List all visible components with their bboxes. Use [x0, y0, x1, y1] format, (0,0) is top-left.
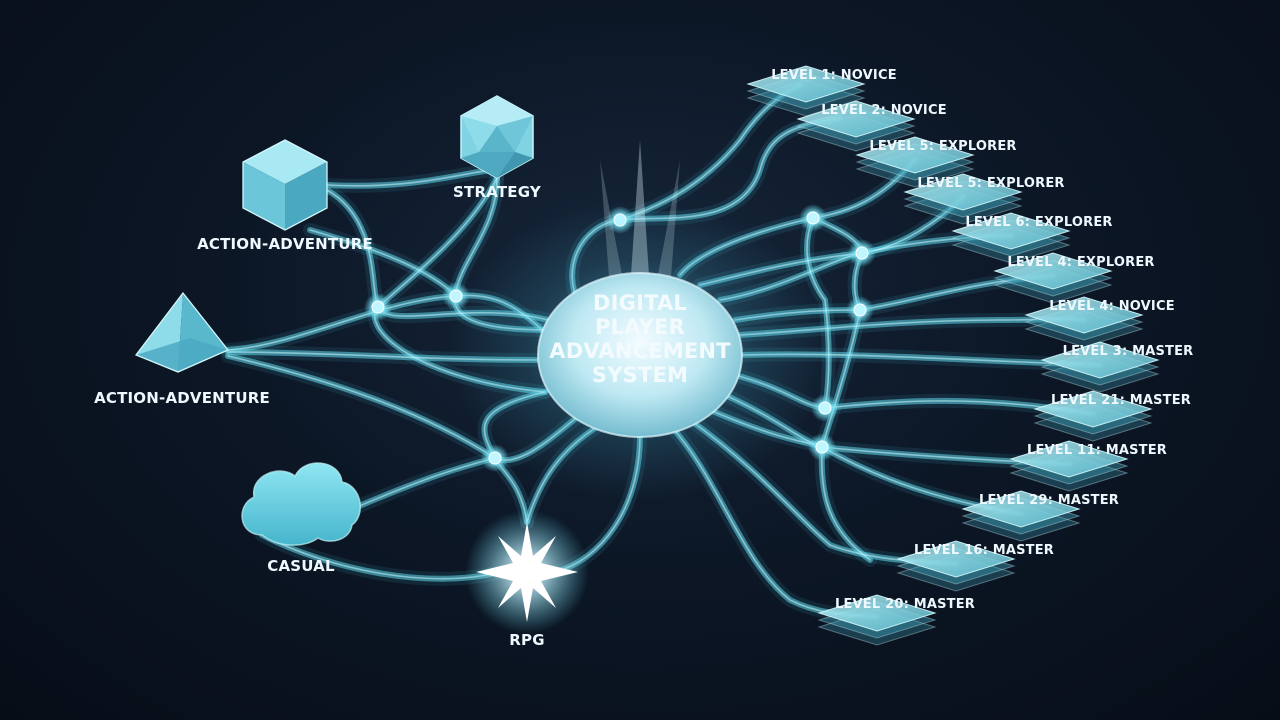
level-tile-top — [855, 136, 975, 174]
junction-node — [488, 451, 502, 465]
level-tiles: LEVEL 1: NOVICE LEVEL 2: NOVICE LEVEL 5: E… — [746, 65, 1194, 646]
junction-node — [806, 211, 820, 225]
level-tile-top — [1024, 296, 1144, 334]
level-tile[interactable]: LEVEL 20: MASTER — [817, 594, 975, 646]
pyramid-icon — [134, 291, 230, 373]
level-tile-label: LEVEL 21: MASTER — [1051, 393, 1191, 408]
level-tile-label: LEVEL 5: EXPLORER — [917, 176, 1064, 191]
level-tile[interactable]: LEVEL 5: EXPLORER — [855, 136, 1017, 188]
level-tile-top — [993, 252, 1113, 290]
level-tile[interactable]: LEVEL 21: MASTER — [1033, 390, 1191, 442]
level-tile-label: LEVEL 3: MASTER — [1063, 344, 1194, 359]
level-tile-top — [817, 594, 937, 632]
level-tile-top — [903, 173, 1023, 211]
level-tile-label: LEVEL 1: NOVICE — [771, 68, 897, 83]
genre-label-casual: CASUAL — [267, 557, 335, 575]
hub[interactable]: DIGITAL PLAYER ADVANCEMENT SYSTEM — [450, 140, 830, 500]
level-tile-label: LEVEL 2: NOVICE — [821, 103, 947, 118]
level-tile[interactable]: LEVEL 5: EXPLORER — [903, 173, 1065, 225]
level-tile[interactable]: LEVEL 4: NOVICE — [1024, 296, 1175, 348]
level-tile-top — [796, 100, 916, 138]
level-tile-top — [896, 540, 1016, 578]
genre-label-action-adventure-2: ACTION-ADVENTURE — [94, 389, 270, 407]
hub-line-4: SYSTEM — [592, 363, 688, 387]
genre-label-rpg: RPG — [509, 631, 544, 649]
icosahedron-icon — [460, 95, 534, 179]
level-tile[interactable]: LEVEL 2: NOVICE — [796, 100, 947, 152]
genre-strategy[interactable]: STRATEGY — [453, 95, 542, 201]
level-tile[interactable]: LEVEL 16: MASTER — [896, 540, 1054, 592]
connection-line — [820, 446, 871, 561]
junction-node — [855, 246, 869, 260]
level-tile-label: LEVEL 4: NOVICE — [1049, 299, 1175, 314]
level-tile-top — [961, 490, 1081, 528]
junction-node — [853, 303, 867, 317]
hub-line-3: ADVANCEMENT — [549, 339, 731, 363]
level-tile-label: LEVEL 29: MASTER — [979, 493, 1119, 508]
level-tile-top — [951, 212, 1071, 250]
level-tile-label: LEVEL 16: MASTER — [914, 543, 1054, 558]
level-tile-label: LEVEL 6: EXPLORER — [965, 215, 1112, 230]
level-tile[interactable]: LEVEL 6: EXPLORER — [951, 212, 1113, 264]
hub-line-1: DIGITAL — [593, 291, 687, 315]
level-tile[interactable]: LEVEL 11: MASTER — [1009, 440, 1167, 492]
genre-action-adventure-pyramid[interactable]: ACTION-ADVENTURE — [94, 291, 270, 407]
junction-node — [371, 300, 385, 314]
junction-node — [449, 289, 463, 303]
level-tile-label: LEVEL 11: MASTER — [1027, 443, 1167, 458]
connection-line — [806, 217, 830, 409]
genre-action-adventure-cube[interactable]: ACTION-ADVENTURE — [197, 139, 373, 253]
genre-rpg[interactable]: RPG — [465, 510, 589, 649]
genre-label-action-adventure-1: ACTION-ADVENTURE — [197, 235, 373, 253]
level-tile[interactable]: LEVEL 4: EXPLORER — [993, 252, 1155, 304]
genre-casual[interactable]: CASUAL — [241, 462, 361, 575]
level-tile-label: LEVEL 4: EXPLORER — [1007, 255, 1154, 270]
starburst-icon — [476, 522, 578, 622]
level-tile-label: LEVEL 5: EXPLORER — [869, 139, 1016, 154]
level-tile[interactable]: LEVEL 3: MASTER — [1040, 341, 1194, 393]
connection-line — [349, 457, 496, 511]
hub-light-rays — [600, 140, 680, 290]
level-tile-label: LEVEL 20: MASTER — [835, 597, 975, 612]
junction-node — [815, 440, 829, 454]
level-tile-top — [746, 65, 866, 103]
hub-body — [537, 272, 743, 438]
cloud-icon — [241, 462, 361, 546]
level-tile[interactable]: LEVEL 1: NOVICE — [746, 65, 897, 117]
genre-label-strategy: STRATEGY — [453, 183, 542, 201]
hub-line-2: PLAYER — [595, 315, 685, 339]
level-tile-top — [1033, 390, 1153, 428]
level-tile[interactable]: LEVEL 29: MASTER — [961, 490, 1119, 542]
cube-icon — [242, 139, 328, 231]
level-tile-top — [1040, 341, 1160, 379]
level-tile-top — [1009, 440, 1129, 478]
junction-node — [818, 401, 832, 415]
